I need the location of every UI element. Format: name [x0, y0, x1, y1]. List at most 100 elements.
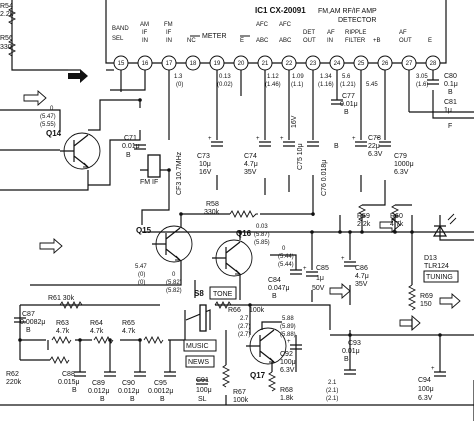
c88-type: B	[72, 387, 77, 394]
r62-value: 220k	[6, 379, 22, 386]
c71-type: B	[126, 152, 131, 159]
news-label: NEWS	[188, 359, 209, 366]
signal-arrows	[23, 69, 461, 331]
signal-arrow-left	[39, 238, 63, 254]
music-label: MUSIC	[186, 343, 209, 350]
q16-emitter-voltage-2: (5.44)	[278, 254, 294, 260]
c85-voltage: 50V	[312, 285, 325, 292]
switch-s8: S8 TONE	[185, 286, 237, 332]
c76-type: B	[334, 143, 339, 150]
c76-label: C76 0.018μ	[321, 160, 328, 196]
pin-21-label-1: AFC	[256, 22, 269, 28]
svg-text:+: +	[256, 136, 260, 142]
pin-22-voltage: 1.09	[292, 74, 304, 80]
q15-base-voltage-3: (0)	[138, 280, 145, 286]
pin-23-voltage-am: (1.16)	[318, 82, 334, 88]
svg-text:15: 15	[118, 61, 125, 67]
r61-label: R61 30k	[48, 295, 75, 302]
r66-symbol	[214, 300, 232, 310]
pin-15: 15	[113, 55, 129, 71]
svg-text:23: 23	[310, 61, 317, 67]
r59-value: 2.2k	[357, 221, 371, 228]
q15-base-voltage: 5.47	[135, 264, 147, 270]
s8-label: S8	[194, 289, 204, 298]
r61-symbol	[59, 300, 83, 310]
pin-25-label-2: FILTER	[345, 38, 366, 44]
c74-voltage: 35V	[244, 169, 257, 176]
q14-label: Q14	[46, 129, 62, 138]
c80-label: C80	[444, 73, 457, 80]
pin-22-label-2: ABC	[279, 38, 292, 44]
c90-label: C90	[122, 380, 135, 387]
c74-label: C74	[244, 153, 257, 160]
signal-arrow-right	[379, 217, 401, 233]
svg-text:20: 20	[238, 61, 245, 67]
c92-value: 100μ	[280, 359, 296, 366]
r62-label: R62	[6, 371, 19, 378]
c78-voltage: 6.3V	[368, 151, 383, 158]
svg-text:16: 16	[142, 61, 149, 67]
r54-value: 2.2k	[0, 11, 14, 18]
c74-symbol	[259, 141, 271, 147]
c79-symbol	[379, 141, 391, 147]
c80-symbol	[427, 79, 439, 85]
r56-label: R56	[0, 35, 13, 42]
q15-voltage-3: (5.82)	[166, 288, 182, 294]
r63-symbol	[51, 335, 72, 345]
ic1-subtitle: FM,AM RF/IF AMP	[318, 8, 377, 15]
pin-15-label-2: SEL	[112, 36, 124, 42]
c75-label: C75 10μ	[297, 143, 304, 170]
r56-value: 330	[0, 44, 12, 51]
cf3-label: CF3 10.7MHz	[176, 151, 183, 195]
r68-value: 1.8k	[280, 395, 294, 402]
c90-value: 0.012μ	[118, 388, 140, 395]
r64-symbol	[93, 335, 114, 345]
pin-voltages: 1.3 (0) 0.13 (0.02) 1.12 (1.46) 1.09 (1.…	[174, 74, 428, 88]
q16-label: Q16	[236, 229, 252, 238]
ic1-subtitle-2: DETECTOR	[338, 17, 376, 24]
c89-value: 0.012μ	[88, 388, 110, 395]
c94-symbol	[434, 371, 446, 377]
transistor-q17: Q17 5.88 (5.89) (5.88) 2.7 (2.7) (2.7) 2…	[238, 316, 338, 402]
q16-voltage-2: (5.87)	[254, 232, 270, 238]
pin-18: 18	[185, 55, 201, 71]
r65-label: R65	[122, 320, 135, 327]
q17-collector-voltage-2: (5.89)	[280, 324, 296, 330]
r58-symbol	[229, 209, 258, 219]
pin-28-label: E	[428, 38, 432, 44]
ic1-title: IC1 CX-20091	[255, 6, 306, 15]
signal-arrow-mid	[329, 283, 351, 299]
q17-collector-voltage: 5.88	[282, 316, 294, 322]
pin-19-voltage-am: (0.02)	[217, 82, 233, 88]
signal-arrow-top-left	[23, 90, 47, 106]
d13-value: TLR124	[424, 263, 449, 270]
q15-base-voltage-2: (0)	[138, 272, 145, 278]
signal-arrow-in	[68, 69, 88, 83]
pin-17-label-2: IF	[166, 30, 172, 36]
transistor-q16: Q16 0.03 (5.87) (5.85) 0 (5.44) (5.44)	[212, 224, 294, 277]
c92-voltage: 6.3V	[280, 367, 295, 374]
q15-label: Q15	[136, 226, 152, 235]
svg-text:24: 24	[334, 61, 341, 67]
q17-base-voltage-2: (2.7)	[238, 324, 250, 330]
pin-16-label-2: IF	[142, 30, 148, 36]
c93-type: B	[344, 356, 349, 363]
svg-text:19: 19	[214, 61, 221, 67]
q17-emitter-voltage-3: (2.1)	[326, 396, 338, 402]
r65-symbol	[143, 335, 164, 345]
transistor-q14: Q14 0 (5.47) (5.55)	[40, 106, 101, 170]
pin-17-voltage-am: (0)	[176, 82, 183, 88]
c87-symbol	[14, 317, 26, 323]
c81-label: C81	[444, 99, 457, 106]
c78-value: 22μ	[368, 143, 380, 150]
diode-d13: D13 TLR124 TUNING	[423, 213, 459, 283]
pin-19-voltage: 0.13	[219, 74, 231, 80]
c89-type: B	[100, 396, 105, 403]
c92-label: C92	[280, 351, 293, 358]
c88-value: 0.015μ	[58, 379, 80, 386]
c77-label: C77	[342, 93, 355, 100]
c95-type: B	[160, 396, 165, 403]
svg-text:+: +	[352, 136, 356, 142]
c71-value: 0.01μ	[122, 143, 140, 150]
